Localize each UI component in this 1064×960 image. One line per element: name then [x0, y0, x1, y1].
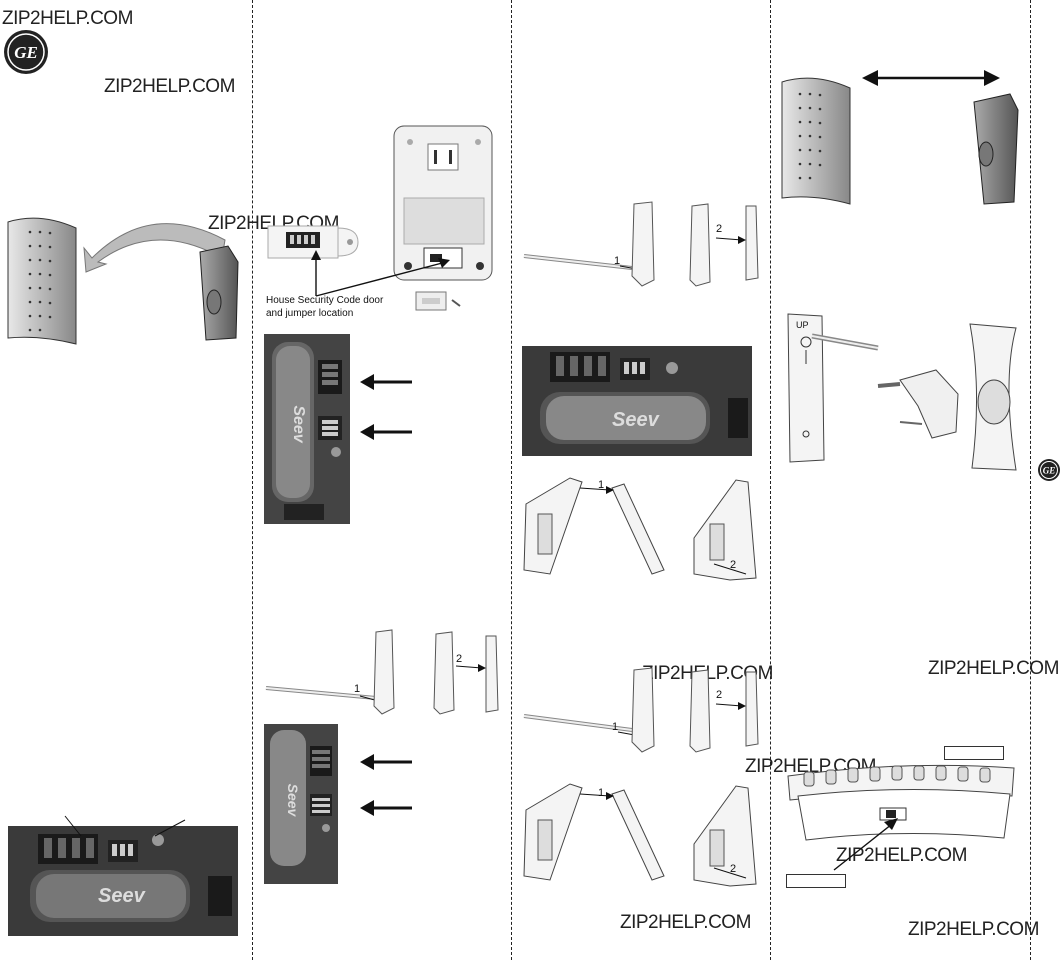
watermark: ZIP2HELP.COM — [2, 8, 133, 29]
push-button-open-diagram: 1 2 — [523, 783, 757, 887]
svg-text:2: 2 — [716, 689, 722, 701]
column-divider — [1030, 0, 1031, 960]
ge-logo-icon: GE — [1038, 459, 1060, 481]
svg-text:Seev: Seev — [285, 784, 301, 818]
plug-in-chime-back — [393, 125, 493, 281]
svg-text:GE: GE — [1043, 466, 1056, 476]
security-door-closeup — [267, 225, 359, 259]
column-divider — [511, 0, 512, 960]
battery-jumper-photo: Seev — [264, 334, 350, 524]
step-number: 1 — [354, 683, 360, 695]
annotation-arrows — [311, 250, 450, 297]
svg-text:GE: GE — [14, 43, 38, 62]
security-door-label: and jumper location — [266, 308, 354, 319]
svg-text:1: 1 — [598, 479, 604, 491]
ge-logo-icon: GE — [4, 30, 48, 74]
watermark: ZIP2HELP.COM — [908, 919, 1039, 940]
arrow-icon — [833, 818, 898, 871]
watermark: ZIP2HELP.COM — [620, 912, 751, 933]
step-number: 2 — [456, 653, 462, 665]
svg-text:UP: UP — [796, 320, 809, 330]
antenna-install-diagram: 1 2 — [523, 201, 759, 287]
circuit-board-photo: Seev — [522, 346, 752, 456]
column-divider — [770, 0, 771, 960]
watermark: ZIP2HELP.COM — [104, 76, 235, 97]
arrow-icon — [360, 374, 412, 440]
battery-jumper-photo: Seev — [264, 724, 338, 884]
svg-text:1: 1 — [598, 787, 604, 799]
circuit-board-photo: Seev — [8, 826, 238, 936]
svg-text:Seev: Seev — [612, 409, 661, 431]
svg-text:Seev: Seev — [98, 885, 147, 907]
security-door-label: House Security Code door — [266, 295, 384, 306]
range-illustration — [781, 70, 1019, 205]
chime-pairing-illustration — [7, 217, 239, 345]
svg-text:1: 1 — [614, 255, 620, 267]
svg-text:2: 2 — [730, 863, 736, 875]
arrow-icon — [360, 754, 412, 816]
antenna-install-diagram: 1 2 — [265, 629, 499, 715]
push-button-antenna-adapter: UP — [787, 313, 1017, 471]
svg-text:2: 2 — [716, 223, 722, 235]
watermark: ZIP2HELP.COM — [836, 845, 967, 866]
column-divider — [252, 0, 253, 960]
callout-box — [786, 874, 846, 888]
svg-text:2: 2 — [730, 559, 736, 571]
svg-text:1: 1 — [612, 721, 618, 733]
antenna-install-diagram: 1 2 — [523, 667, 759, 753]
chime-top-view-switch — [787, 764, 1015, 841]
security-code-door-part — [415, 291, 461, 311]
watermark: ZIP2HELP.COM — [928, 658, 1059, 679]
push-button-open-diagram: 1 2 — [523, 477, 757, 581]
svg-text:Seev: Seev — [290, 405, 307, 443]
callout-box — [944, 746, 1004, 760]
pointer-lines — [64, 815, 186, 837]
